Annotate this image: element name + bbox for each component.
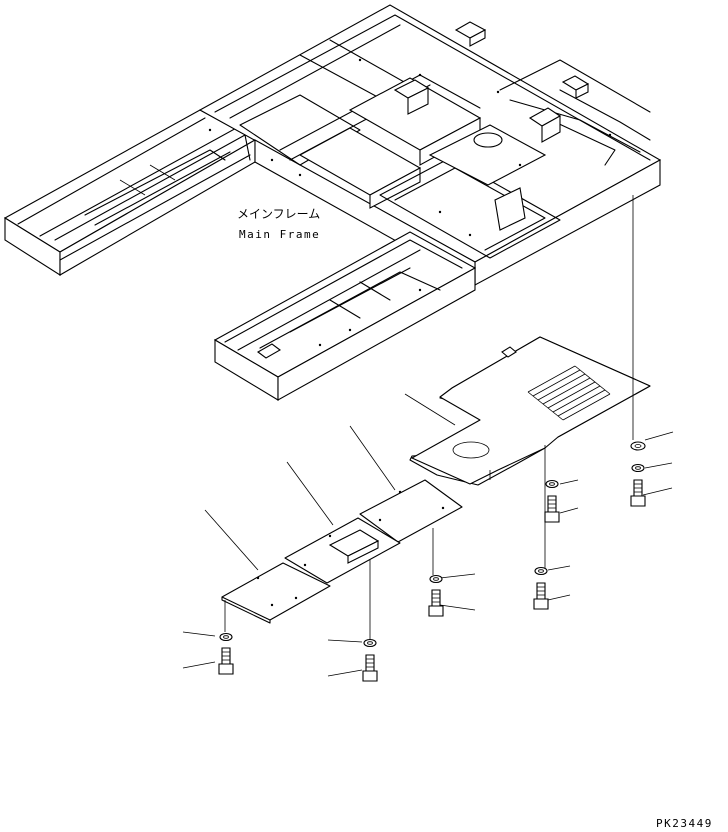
bolt <box>428 589 444 617</box>
bolt <box>218 647 234 675</box>
middle-cover-plate <box>359 479 463 543</box>
left-side-beam <box>3 109 257 277</box>
rear-cover-plate <box>409 336 651 486</box>
bolt <box>533 582 549 610</box>
washer <box>219 632 233 642</box>
fasteners <box>218 441 646 682</box>
main-frame-label-jp: メインフレーム <box>237 207 320 221</box>
ventilation-grille <box>527 365 611 421</box>
washer <box>631 463 645 473</box>
washer <box>363 638 377 648</box>
washer <box>545 479 559 489</box>
washer <box>630 441 646 451</box>
inspection-cover-plate <box>284 517 401 584</box>
washer <box>534 566 548 576</box>
bolt <box>630 479 646 507</box>
bolt <box>544 495 560 523</box>
center-frame-body <box>198 4 662 286</box>
main-frame <box>3 4 662 401</box>
front-cover-plate <box>221 562 331 624</box>
washer <box>429 574 443 584</box>
right-side-beam <box>213 231 477 401</box>
main-frame-label-en: Main Frame <box>239 228 320 241</box>
bolt <box>362 654 378 682</box>
leader-lines <box>182 195 674 677</box>
drawing-code: PK23449 <box>656 817 713 830</box>
